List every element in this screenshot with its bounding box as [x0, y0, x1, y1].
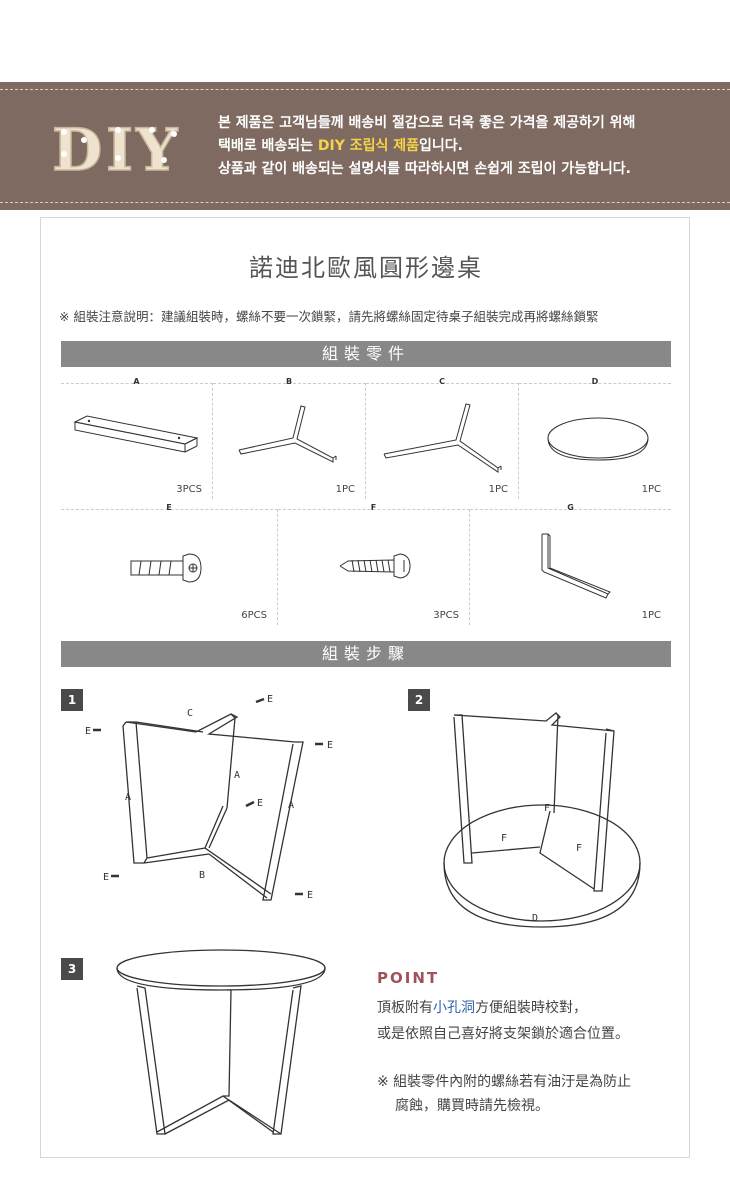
step-1-label-e: E — [327, 740, 333, 751]
svg-text:D: D — [52, 116, 102, 182]
part-label: E — [166, 503, 172, 512]
part-label: C — [439, 377, 445, 386]
banner-text: 본 제품은 고객님들께 배송비 절감으로 더욱 좋은 가격을 제공하기 위해 택… — [218, 112, 718, 181]
beam-icon — [73, 415, 199, 453]
part-e: E 6PCS — [61, 503, 278, 625]
part-f: F 3PCS — [278, 503, 470, 625]
diy-banner: D I Y 본 제품은 고객님들께 배송비 절감으로 더욱 좋은 가격을 제공하… — [0, 82, 730, 210]
step-1-label-e: E — [307, 890, 313, 901]
point-line-1-pre: 頂板附有 — [377, 1000, 433, 1016]
warning-line-1: ※ 組裝零件內附的螺絲若有油汙是為防止 — [377, 1074, 632, 1090]
point-title: POINT — [377, 969, 440, 987]
diy-logo-icon: D I Y — [51, 115, 179, 182]
svg-text:I: I — [106, 116, 133, 182]
step-2-label-f: F — [501, 833, 507, 844]
point-line-1: 頂板附有小孔洞方便組裝時校對， — [377, 995, 629, 1021]
step-3-number: 3 — [61, 958, 83, 980]
parts-header: 組裝零件 — [61, 341, 671, 367]
step-2-label-f: F — [544, 803, 550, 814]
point-line-1-post: 方便組裝時校對， — [475, 1000, 587, 1016]
step-1-label-a: A — [288, 800, 294, 811]
part-qty: 3PCS — [433, 610, 459, 621]
point-text: 頂板附有小孔洞方便組裝時校對， 或是依照自己喜好將支架鎖於適合位置。 — [377, 995, 629, 1047]
banner-line-1: 본 제품은 고객님들께 배송비 절감으로 더욱 좋은 가격을 제공하기 위해 — [218, 115, 636, 131]
part-label: A — [133, 377, 140, 386]
y-frame-icon — [383, 403, 502, 473]
part-a: A 3PCS — [61, 377, 213, 499]
assembly-note: ※ 組裝注意說明：建議組裝時，螺絲不要一次鎖緊，請先將螺絲固定待桌子組裝完成再將… — [59, 309, 599, 324]
part-d: D 1PC — [519, 377, 671, 499]
banner-line-2-post: 입니다. — [419, 138, 464, 154]
page-title: 諾迪北歐風圓形邊桌 — [249, 254, 483, 282]
steps-header: 組裝步驟 — [61, 641, 671, 667]
part-g: G 1PC — [470, 503, 671, 625]
point-highlight: 小孔洞 — [433, 1000, 475, 1016]
part-label: G — [567, 503, 574, 512]
round-tabletop-icon — [547, 417, 649, 461]
step-1-number: 1 — [61, 689, 83, 711]
point-line-2: 或是依照自己喜好將支架鎖於適合位置。 — [377, 1026, 629, 1042]
step-2-label-f: F — [576, 843, 582, 854]
step-1-label-b: B — [199, 870, 205, 881]
banner-line-2: 택배로 배송되는 DIY 조립식 제품입니다. — [218, 135, 718, 158]
banner-highlight: DIY 조립식 제품 — [317, 138, 420, 154]
banner-line-2-pre: 택배로 배송되는 — [218, 138, 318, 154]
part-label: B — [285, 377, 293, 386]
step-3-diagram — [116, 949, 326, 1135]
svg-text:Y: Y — [135, 116, 178, 182]
step-1-label-c: C — [187, 708, 193, 719]
step-1-label-a: A — [125, 792, 131, 803]
step-2-number: 2 — [408, 689, 430, 711]
part-qty: 6PCS — [241, 610, 267, 621]
part-label: F — [370, 503, 377, 512]
step-2-diagram: F F F D — [443, 712, 641, 928]
part-c: C 1PC — [366, 377, 519, 499]
bolt-icon — [130, 553, 202, 583]
part-qty: 1PC — [335, 484, 355, 495]
step-1-label-e: E — [257, 798, 263, 809]
step-1-label-e: E — [267, 694, 273, 705]
step-1-label-e: E — [85, 726, 91, 737]
wood-screw-icon — [339, 553, 411, 579]
part-qty: 1PC — [488, 484, 508, 495]
y-frame-icon — [238, 405, 337, 463]
part-qty: 1PC — [641, 484, 661, 495]
part-label: D — [591, 377, 599, 386]
part-b: B 1PC — [213, 377, 366, 499]
step-2-label-d: D — [532, 913, 538, 924]
part-qty: 3PCS — [176, 484, 202, 495]
warning-line-2: 腐蝕，購買時請先檢視。 — [395, 1098, 549, 1114]
banner-line-3: 상품과 같이 배송되는 설명서를 따라하시면 손쉽게 조립이 가능합니다. — [218, 161, 631, 177]
screw-warning: ※ 組裝零件內附的螺絲若有油汙是為防止 腐蝕，購買時請先檢視。 — [377, 1070, 631, 1118]
hex-key-icon — [541, 533, 611, 599]
step-1-diagram: C B A A A E E E E E E — [85, 694, 333, 901]
part-qty: 1PC — [641, 610, 661, 621]
step-1-label-e: E — [103, 872, 109, 883]
step-1-label-a: A — [234, 770, 240, 781]
instruction-card: 諾迪北歐風圓形邊桌 ※ 組裝注意說明：建議組裝時，螺絲不要一次鎖緊，請先將螺絲固… — [40, 217, 690, 1158]
